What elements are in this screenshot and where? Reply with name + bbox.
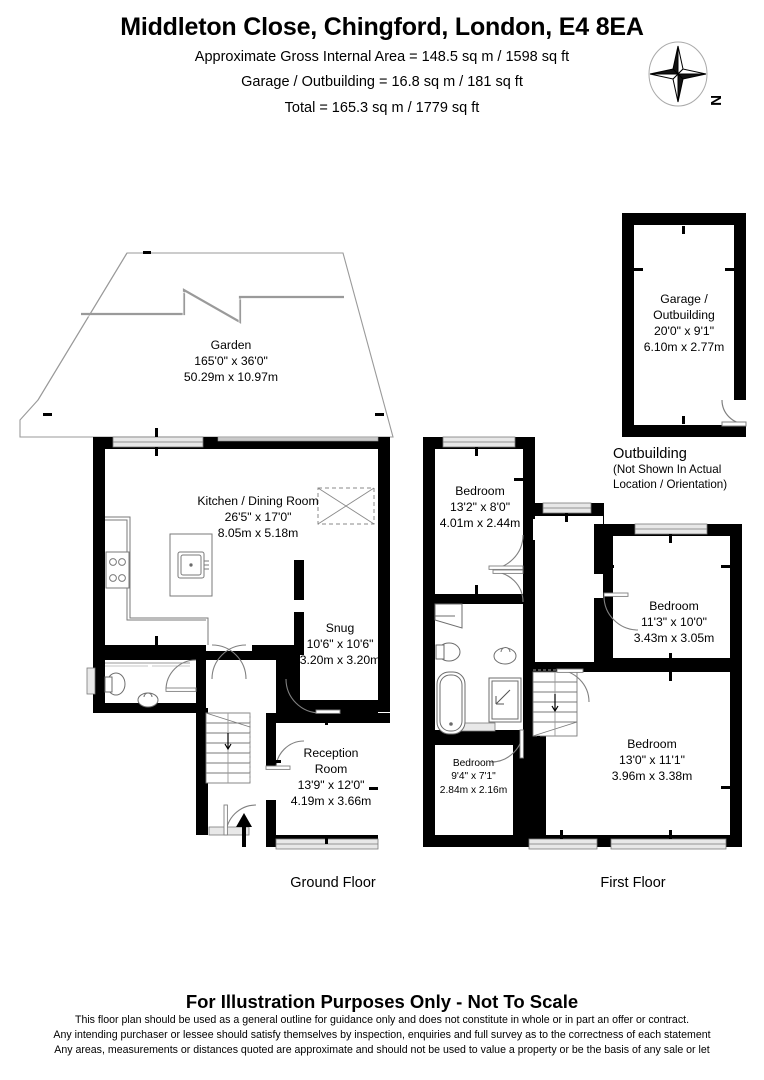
compass-rose-icon: N [645,37,725,115]
garage-outbuilding-structure [622,213,747,437]
room-label-bedroom-4: Bedroom 9'4" x 7'1" 2.84m x 2.16m [439,758,508,796]
room-label-garden: Garden 165'0" x 36'0" 50.29m x 10.97m [183,338,279,385]
garden-outline [19,251,394,438]
kitchen-units [105,516,209,645]
room-label-bedroom-3: Bedroom 13'0" x 11'1" 3.96m x 3.38m [611,737,693,784]
room-label-bedroom-1: Bedroom 13'2" x 8'0" 4.01m x 2.44m [439,484,521,531]
wc-fittings [104,662,190,708]
kitchen-island [169,533,213,597]
footer-title: For Illustration Purposes Only - Not To … [185,991,579,1012]
room-label-reception-room: Reception Room 13'9" x 12'0" 4.19m x 3.6… [290,746,372,809]
footer-disclaimer: For Illustration Purposes Only - Not To … [0,990,764,1058]
doors-ground [165,644,341,836]
header: Middleton Close, Chingford, London, E4 8… [0,0,764,118]
first-floor-plan [423,436,742,850]
staircase-ground [205,712,251,784]
skylight-symbol [317,487,375,525]
room-label-snug: Snug 10'6" x 10'6" 3.20m x 3.20m [299,621,381,668]
footer-line-3: Any areas, measurements or distances quo… [54,1044,710,1057]
floor-label-first: First Floor [600,875,666,891]
bathroom-fittings [434,603,522,735]
page-title: Middleton Close, Chingford, London, E4 8… [120,13,644,41]
ground-floor-plan [86,428,390,850]
area-line-garage: Garage / Outbuilding = 16.8 sq m / 181 s… [241,74,523,91]
footer-line-1: This floor plan should be used as a gene… [74,1014,690,1027]
room-label-garage: Garage / Outbuilding 20'0" x 9'1" 6.10m … [643,292,725,355]
footer-line-2: Any intending purchaser or lessee should… [53,1029,711,1042]
area-line-gross: Approximate Gross Internal Area = 148.5 … [194,48,570,65]
entrance-arrow-icon [236,813,252,847]
area-line-total: Total = 165.3 sq m / 1779 sq ft [284,99,480,116]
room-label-kitchen-dining: Kitchen / Dining Room 26'5" x 17'0" 8.05… [197,494,319,541]
staircase-first [532,669,578,737]
outbuilding-caption: Outbuilding (Not Shown In Actual Locatio… [613,446,728,491]
room-label-bedroom-2: Bedroom 11'3" x 10'0" 3.43m x 3.05m [633,599,715,646]
compass-north-label: N [707,95,724,106]
floor-label-ground: Ground Floor [290,875,376,891]
doors-first [488,534,639,763]
